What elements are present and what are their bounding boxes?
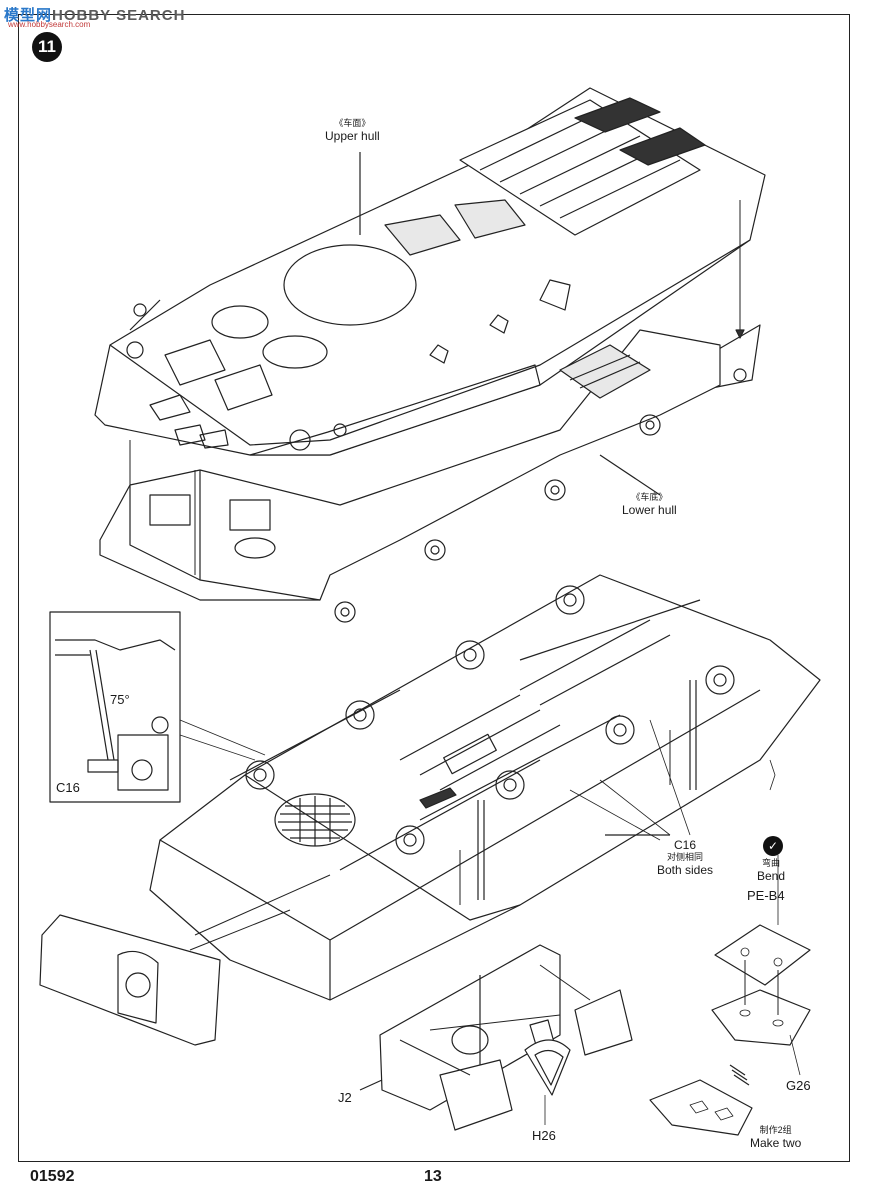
upper-hull-label-cn: 《车面》 (334, 118, 371, 128)
kit-number: 01592 (30, 1168, 75, 1185)
both-sides-label-cn: 对侧相同 (667, 852, 704, 862)
c16-both-sides-label: C16 对侧相同 Both sides (657, 838, 713, 877)
side-skirt-drawing (379, 944, 633, 1131)
h26-drawing (524, 1039, 571, 1125)
bend-icon: ✓ (763, 836, 783, 856)
lower-hull-label-cn: 《车底》 (631, 492, 668, 502)
c16-detail-label: C16 (56, 780, 80, 795)
chassis-drawing (149, 574, 821, 1001)
bend-label-cn: 弯曲 (762, 858, 781, 868)
front-plate-drawing (39, 874, 331, 1046)
make-two-label: 制作2组 Make two (750, 1125, 801, 1150)
page-frame (18, 14, 850, 1162)
make-two-label-cn: 制作2组 (759, 1125, 792, 1135)
g26-label: G26 (786, 1078, 811, 1093)
angle-label: 75° (110, 692, 130, 707)
upper-hull-label: 《车面》 Upper hull (325, 118, 380, 143)
lower-hull-drawing (99, 200, 747, 623)
bend-label-en: Bend (757, 869, 786, 883)
logo-url: www.hobbysearch.com (8, 20, 91, 29)
bend-label: 弯曲 Bend (757, 858, 785, 883)
j2-label: J2 (338, 1090, 352, 1105)
lower-hull-label-en: Lower hull (622, 503, 677, 517)
c16-main-label: C16 (674, 838, 697, 852)
upper-hull-drawing (94, 87, 766, 456)
page-number: 13 (424, 1168, 442, 1185)
pe-parts-drawing (649, 855, 811, 1136)
h26-label: H26 (532, 1128, 556, 1143)
site-logo: 模型网HOBBY SEARCH (4, 4, 185, 25)
step-number-badge: 11 (32, 32, 62, 62)
logo-en: HOBBY SEARCH (52, 7, 186, 24)
leader-lines (359, 152, 670, 1091)
lower-hull-label: 《车底》 Lower hull (622, 492, 677, 517)
pe-b4-label: PE-B4 (747, 888, 785, 903)
both-sides-label-en: Both sides (657, 863, 714, 877)
logo-cn: 模型网 (4, 7, 53, 24)
detail-inset (49, 611, 266, 803)
upper-hull-label-en: Upper hull (325, 129, 380, 143)
make-two-label-en: Make two (750, 1136, 802, 1150)
